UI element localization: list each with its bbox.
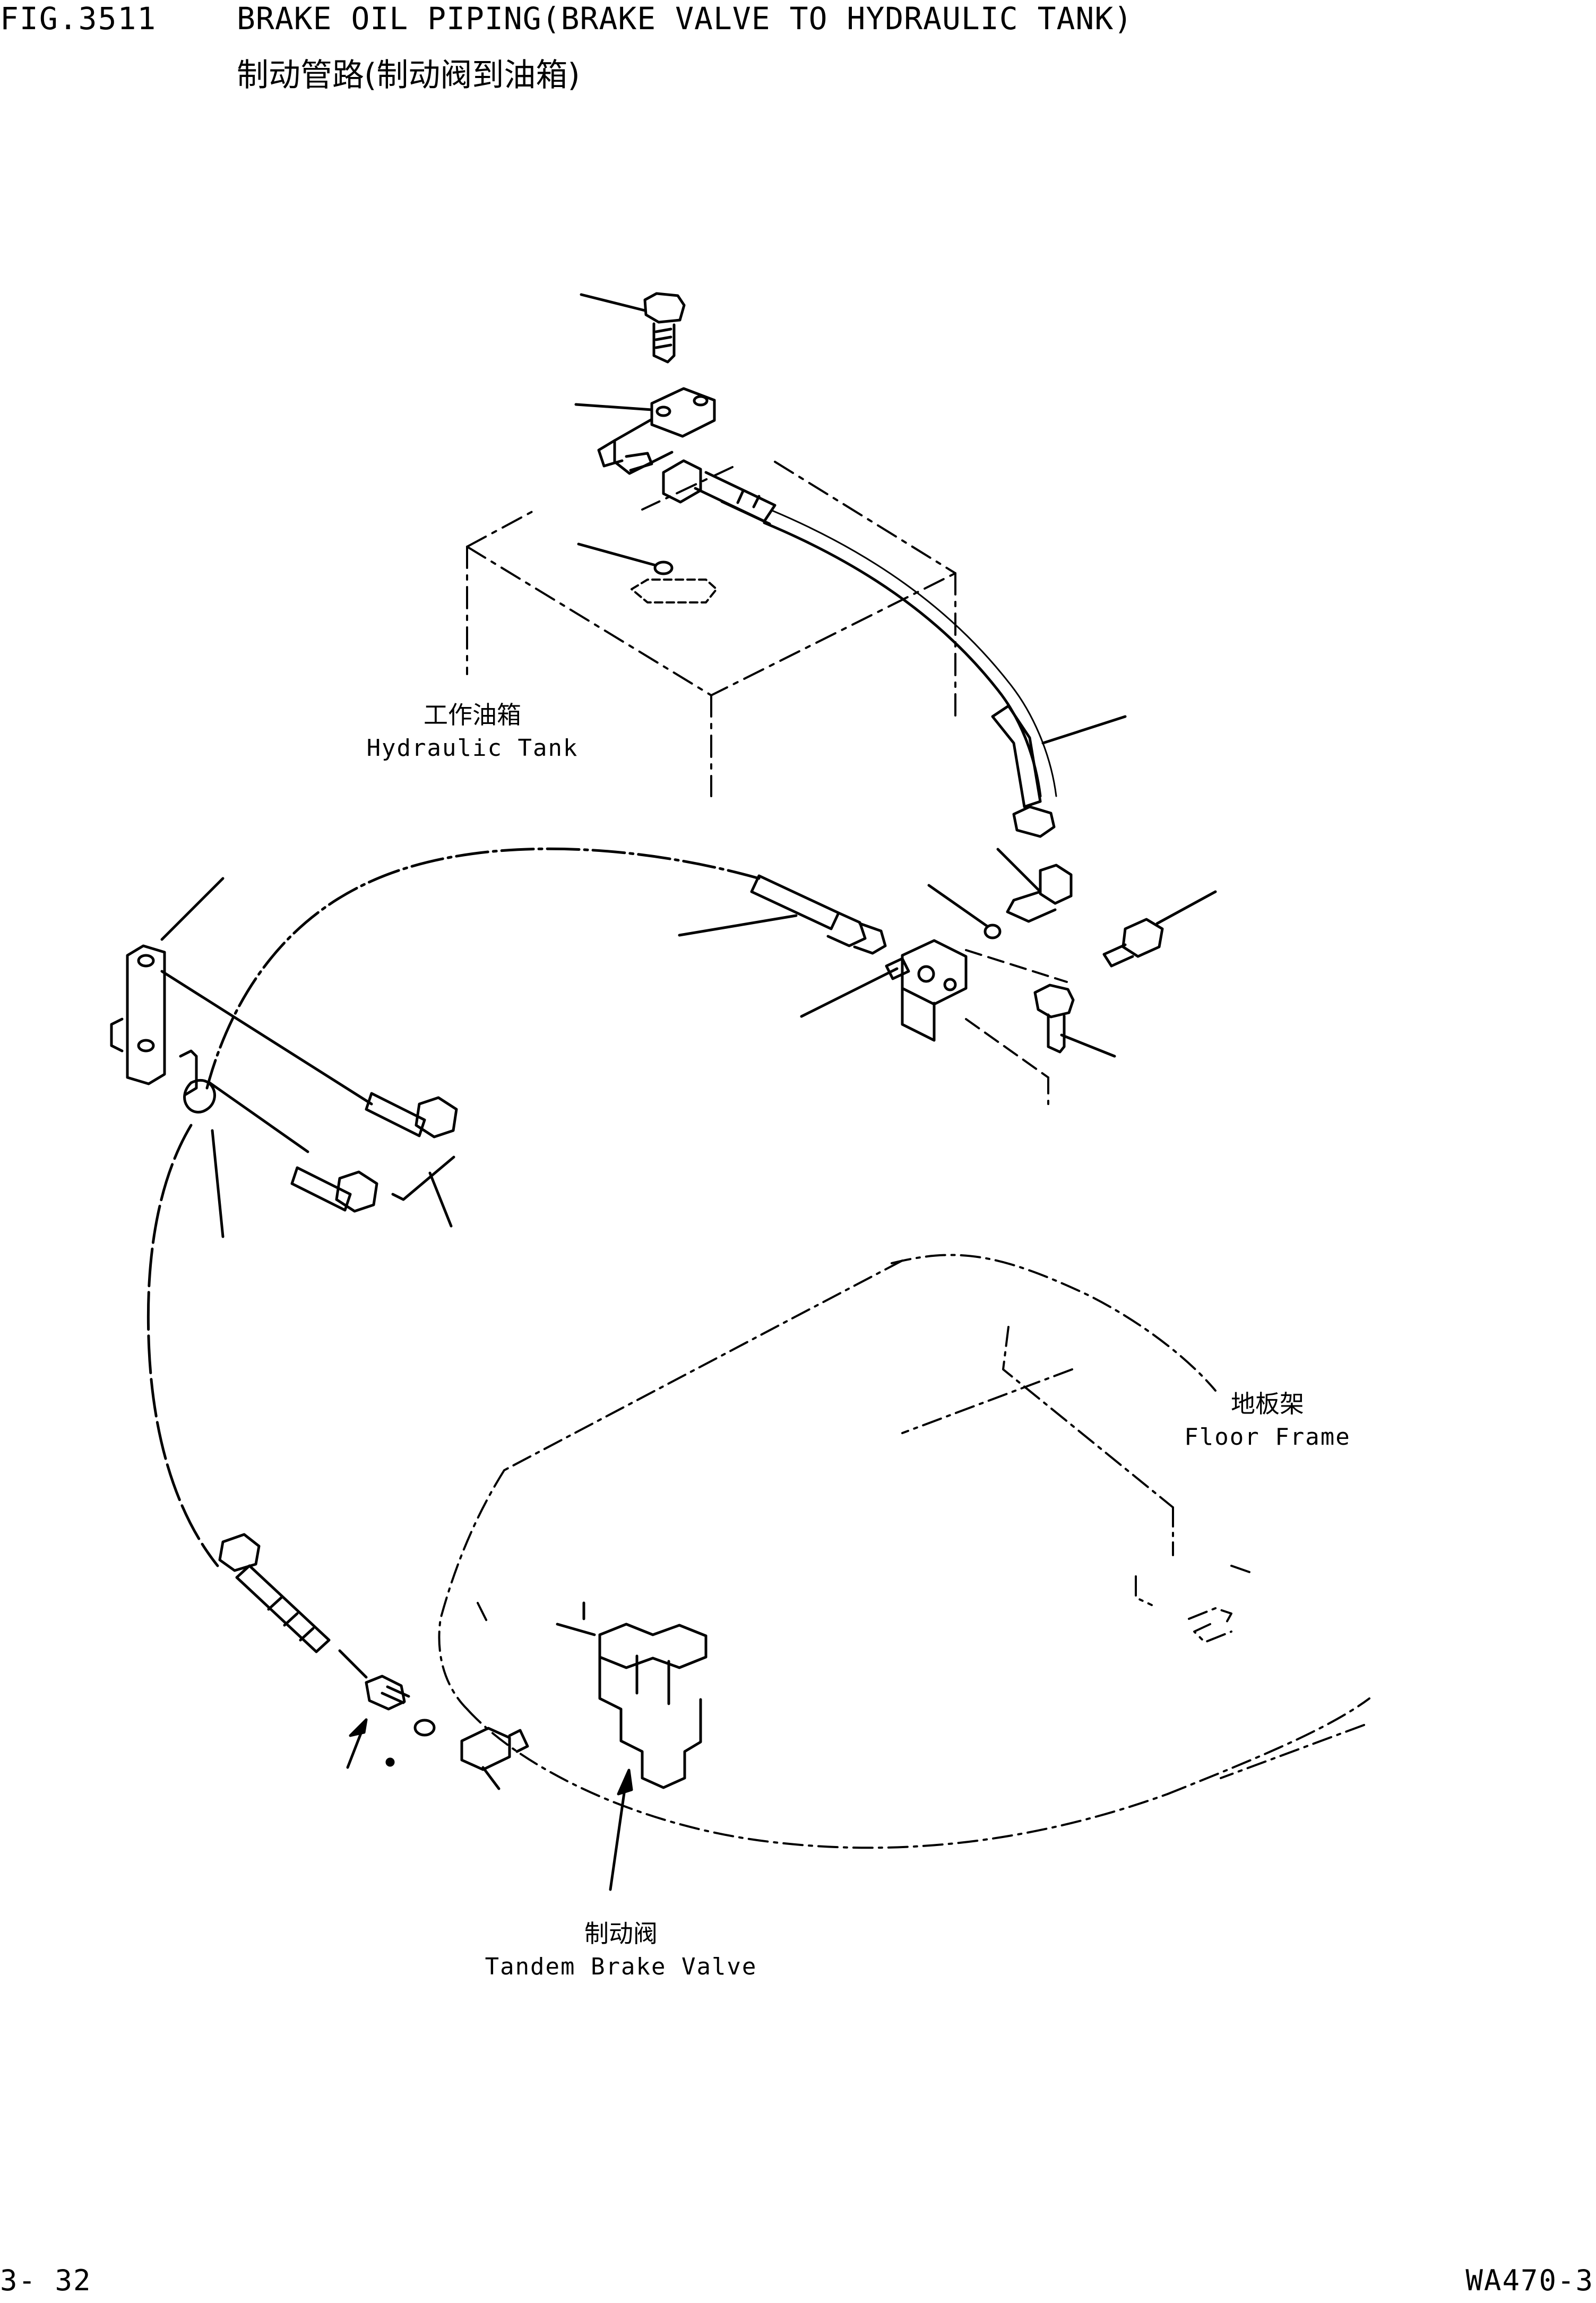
- clamp-bolts-icon: [160, 970, 458, 1228]
- hydraulic-tank-outline: [466, 461, 956, 797]
- block-phantom-lines: [965, 949, 1068, 1105]
- hose-clip-icon: [179, 1049, 225, 1238]
- lower-hose-fitting-icon: [218, 1533, 331, 1653]
- hydraulic-tank-label-en: Hydraulic Tank: [366, 735, 579, 762]
- top-bolt-icon: [580, 292, 686, 364]
- clamp-plate-icon: [110, 877, 225, 1085]
- long-hose-icon: [146, 847, 761, 1567]
- brake-valve-label: 制动阀 Tandem Brake Valve: [485, 1921, 757, 1979]
- model-number: WA470-3: [1465, 2264, 1594, 2297]
- figure-number: FIG.3511: [0, 1, 157, 37]
- floor-frame-label-en: Floor Frame: [1184, 1424, 1351, 1451]
- figure-title-english: BRAKE OIL PIPING(BRAKE VALVE TO HYDRAULI…: [237, 1, 1133, 37]
- junction-block-icon: [800, 939, 968, 1042]
- page-number: 3- 32: [0, 2264, 92, 2297]
- floor-frame-label-zh: 地板架: [1231, 1390, 1304, 1418]
- tank-o-ring-icon: [577, 542, 674, 575]
- lower-adapter-icon: [338, 1649, 529, 1790]
- flange-elbow-icon: [574, 387, 716, 475]
- floor-frame-label: 地板架 Floor Frame: [1184, 1392, 1350, 1449]
- lower-right-bolt-icon: [1033, 984, 1116, 1058]
- small-o-ring-icon: [927, 884, 1002, 939]
- floor-frame-outline: [438, 1254, 1370, 1849]
- middle-hose-fitting-icon: [678, 874, 887, 955]
- upper-hose-icon: [662, 459, 1127, 838]
- right-connector-icon: [1102, 890, 1217, 968]
- brake-valve-label-en: Tandem Brake Valve: [485, 1953, 757, 1980]
- brake-valve-label-zh: 制动阀: [584, 1919, 658, 1948]
- brake-valve-icon: [556, 1601, 708, 1891]
- hydraulic-tank-label: 工作油箱 Hydraulic Tank: [367, 703, 579, 760]
- tank-elbow-icon: [996, 848, 1073, 923]
- hydraulic-tank-label-zh: 工作油箱: [424, 701, 521, 729]
- tank-port-icon: [631, 579, 718, 603]
- figure-title-chinese: 制动管路(制动阀到油箱): [237, 57, 580, 94]
